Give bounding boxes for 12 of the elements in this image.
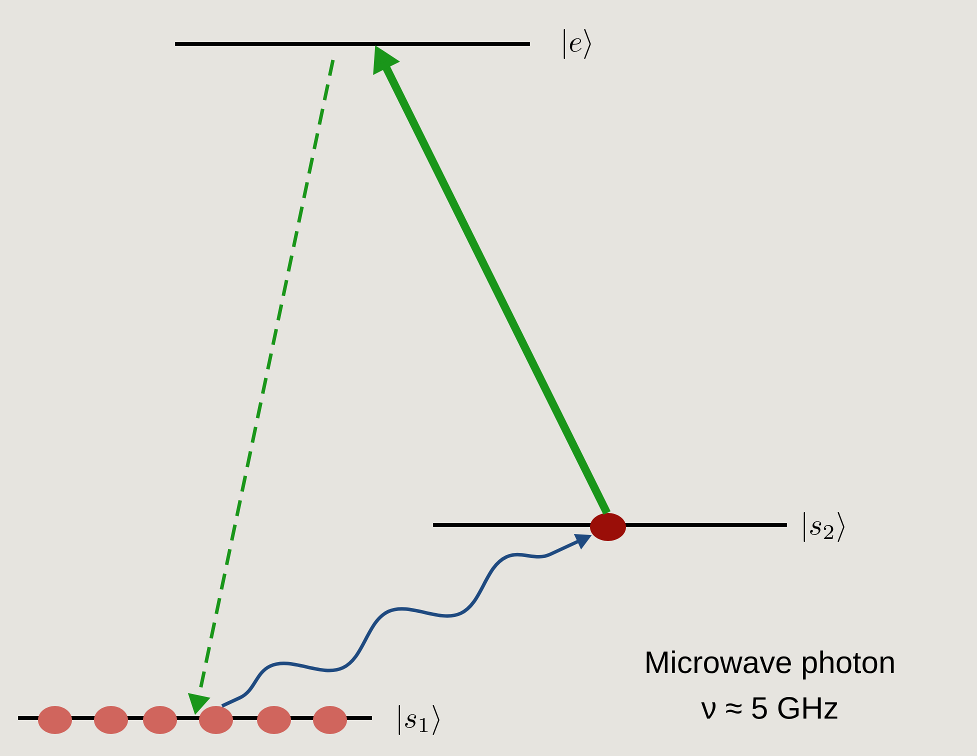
atom-dot <box>199 706 233 734</box>
atom-dot <box>143 706 177 734</box>
state-label: $\left|s_1\right\rangle$ <box>398 705 440 735</box>
atom-dot <box>257 706 291 734</box>
state-label: $\left|e\right\rangle$ <box>564 29 591 59</box>
photon-label: Microwave photon <box>646 650 894 680</box>
atom-dot <box>313 706 347 734</box>
state-label: $\left|s_2\right\rangle$ <box>804 512 844 542</box>
atom-dot <box>94 706 128 734</box>
photon-label: ν ≈ 5 GHz <box>701 697 838 719</box>
atom-dot <box>590 513 626 541</box>
atom-dot <box>38 706 72 734</box>
